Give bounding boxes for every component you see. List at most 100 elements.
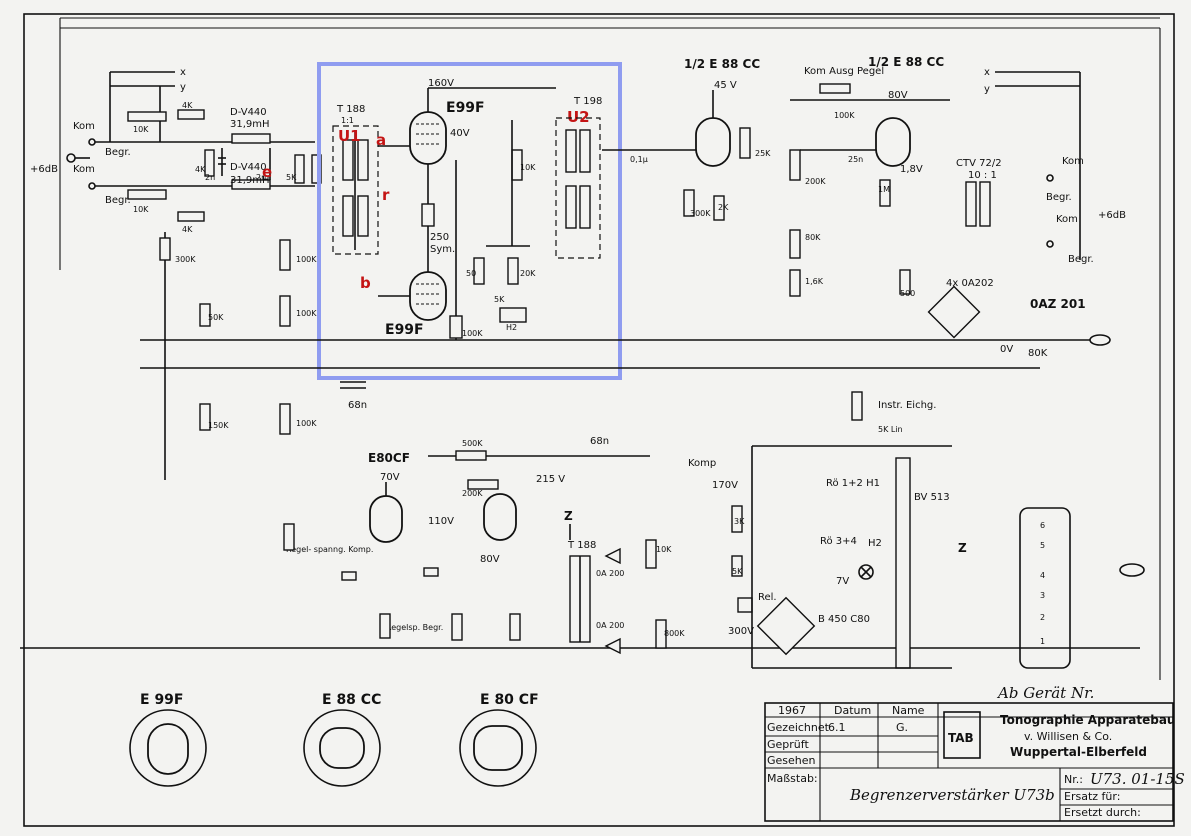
svg-text:150K: 150K (208, 421, 229, 430)
svg-text:200K: 200K (805, 177, 826, 186)
svg-text:4K: 4K (182, 225, 193, 234)
svg-text:100K: 100K (462, 329, 483, 338)
svg-text:6.1: 6.1 (828, 721, 846, 734)
svg-text:Z: Z (564, 509, 573, 523)
tube-e99f-upper: 160V E99F 40V (378, 78, 556, 165)
svg-text:Name: Name (892, 704, 925, 717)
svg-text:D-V440: D-V440 (230, 107, 267, 118)
svg-text:4K: 4K (182, 101, 193, 110)
svg-text:100K: 100K (834, 111, 855, 120)
svg-text:6: 6 (1040, 521, 1045, 530)
input-terminal (66, 153, 76, 163)
svg-text:1/2 E 88 CC: 1/2 E 88 CC (684, 57, 760, 71)
svg-text:G.: G. (896, 721, 908, 734)
svg-text:0A 200: 0A 200 (596, 621, 624, 630)
svg-text:68n: 68n (348, 400, 367, 411)
pinout-e99f: E 99F (129, 692, 207, 787)
annotation-r: r (382, 186, 390, 204)
svg-text:0,1µ: 0,1µ (630, 155, 648, 164)
svg-text:2n: 2n (205, 173, 215, 182)
svg-text:0V: 0V (1000, 344, 1013, 355)
drawing-border (23, 13, 1175, 827)
svg-text:v. Willisen & Co.: v. Willisen & Co. (1024, 730, 1112, 743)
input-level-label: +6dB (30, 164, 58, 175)
svg-text:4x 0A202: 4x 0A202 (946, 278, 994, 289)
svg-text:E 80 CF: E 80 CF (480, 692, 539, 708)
svg-text:Begr.: Begr. (1046, 192, 1072, 203)
svg-text:Gesehen: Gesehen (767, 754, 816, 767)
svg-text:80V: 80V (888, 90, 908, 101)
svg-text:1: 1 (1040, 637, 1045, 646)
svg-text:1/2 E 88 CC: 1/2 E 88 CC (868, 55, 944, 69)
svg-text:80K: 80K (1028, 348, 1048, 359)
annotation-u2: U2 (567, 108, 590, 126)
connector (1019, 507, 1071, 669)
input-section: +6dB Kom Kom Begr. Begr. x y 10K 10K 4K … (30, 67, 322, 264)
svg-text:Kom: Kom (73, 121, 95, 132)
svg-text:TAB: TAB (948, 731, 974, 745)
svg-text:25K: 25K (755, 149, 771, 158)
svg-text:T 198: T 198 (573, 96, 602, 107)
svg-text:Tonographie Apparatebau: Tonographie Apparatebau (1000, 713, 1175, 727)
pinout-e88cc: E 88 CC (303, 692, 381, 787)
svg-text:0A 200: 0A 200 (596, 569, 624, 578)
output-transformer-ctv: CTV 72/2 10 : 1 (956, 158, 1002, 227)
svg-text:50: 50 (466, 269, 476, 278)
svg-text:H2: H2 (506, 323, 517, 332)
svg-text:Begr.: Begr. (105, 147, 131, 158)
svg-text:0AZ 201: 0AZ 201 (1030, 297, 1086, 311)
svg-text:Begr.: Begr. (1068, 254, 1094, 265)
svg-text:5: 5 (1040, 541, 1045, 550)
product-title: Begrenzerverstärker U73b (849, 786, 1055, 804)
svg-text:Instr. Eichg.: Instr. Eichg. (878, 400, 936, 411)
svg-text:E 88 CC: E 88 CC (322, 692, 381, 708)
svg-text:Geprüft: Geprüft (767, 738, 809, 751)
svg-text:Ersatz für:: Ersatz für: (1064, 790, 1120, 803)
svg-text:25n: 25n (848, 155, 863, 164)
svg-text:10K: 10K (133, 125, 149, 134)
svg-text:5K: 5K (732, 567, 743, 576)
svg-text:110V: 110V (428, 516, 454, 527)
svg-text:80K: 80K (805, 233, 821, 242)
annotation-u1: U1 (338, 127, 361, 145)
output-level-label: +6dB (1098, 210, 1126, 221)
svg-text:31,9mH: 31,9mH (230, 119, 270, 130)
svg-text:Kom: Kom (73, 164, 95, 175)
svg-text:100K: 100K (296, 255, 317, 264)
svg-text:160V: 160V (428, 78, 454, 89)
svg-text:1:1: 1:1 (341, 116, 354, 125)
svg-text:Gezeichnet: Gezeichnet (767, 721, 830, 734)
svg-text:Regelsp. Begr.: Regelsp. Begr. (386, 623, 443, 632)
tube-e88cc-right: 1/2 E 88 CC 80V 1,8V 25n 1M 500 (800, 55, 944, 298)
svg-text:800K: 800K (664, 629, 685, 638)
input-transformer-t188: T 188 1:1 (332, 104, 379, 255)
tube-e88cc-left: 1/2 E 88 CC 45 V 0,1µ (602, 57, 760, 167)
tab-logo (943, 711, 981, 759)
svg-text:4: 4 (1040, 571, 1045, 580)
highlight-box (317, 62, 622, 380)
svg-text:D-V440: D-V440 (230, 162, 267, 173)
svg-text:CTV 72/2: CTV 72/2 (956, 158, 1002, 169)
svg-text:10K: 10K (520, 163, 536, 172)
svg-text:215 V: 215 V (536, 474, 565, 485)
svg-text:10 : 1: 10 : 1 (968, 170, 997, 181)
svg-text:Kom Ausg Pegel: Kom Ausg Pegel (804, 66, 884, 77)
svg-text:Rel.: Rel. (758, 592, 777, 603)
svg-text:x: x (984, 67, 990, 78)
svg-text:E99F: E99F (446, 100, 485, 116)
output-transformer-t198: T 198 (555, 96, 602, 259)
annotation-e: e (262, 163, 272, 181)
svg-text:x: x (180, 67, 186, 78)
svg-text:5K Lin: 5K Lin (878, 425, 903, 434)
svg-text:40V: 40V (450, 128, 470, 139)
svg-text:Kom: Kom (1056, 214, 1078, 225)
svg-text:2n: 2n (256, 173, 266, 182)
svg-text:y: y (984, 84, 990, 95)
svg-text:2K: 2K (718, 203, 729, 212)
svg-text:5K: 5K (494, 295, 505, 304)
svg-text:E99F: E99F (385, 322, 424, 338)
svg-text:BV 513: BV 513 (914, 492, 950, 503)
svg-text:500K: 500K (462, 439, 483, 448)
svg-text:Z: Z (958, 541, 967, 555)
